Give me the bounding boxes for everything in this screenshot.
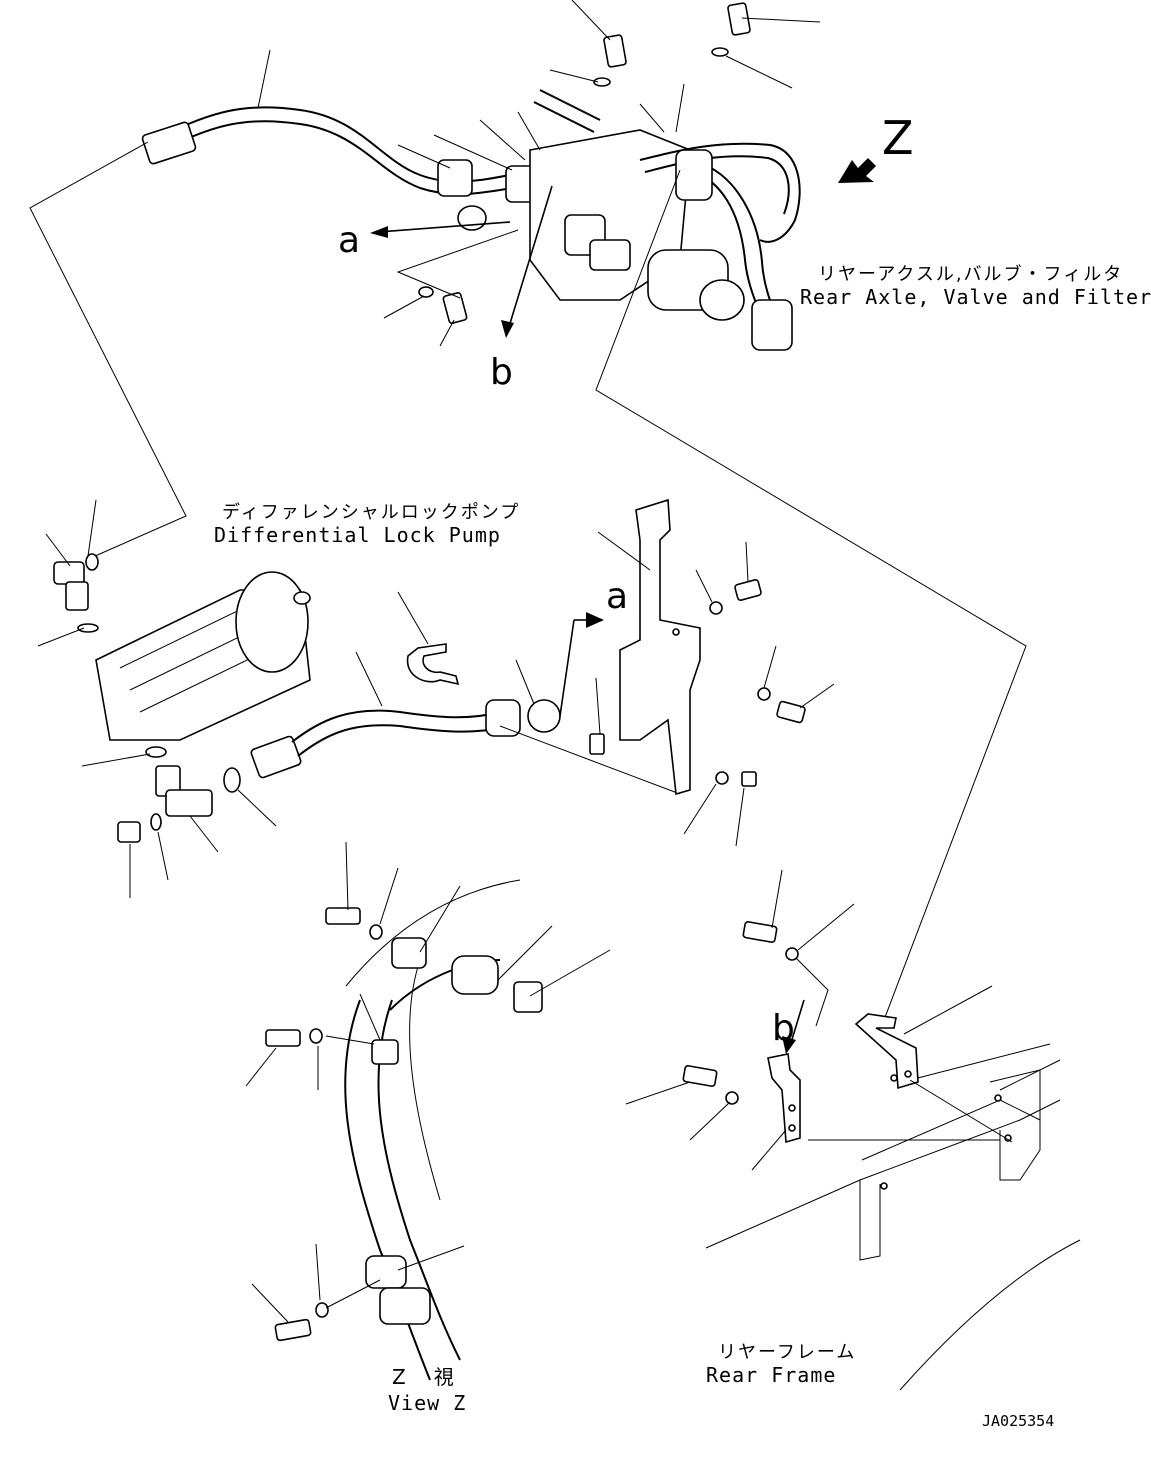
drawing-number: JA025354	[982, 1412, 1054, 1430]
callout-b-low: b	[772, 1008, 795, 1049]
rear-axle-label-jp: リヤーアクスル,バルブ・フィルタ	[818, 263, 1123, 285]
rear-frame-label-jp: リヤーフレーム	[718, 1342, 856, 1363]
callout-a-mid: a	[606, 576, 628, 617]
rear-frame-assembly	[682, 921, 1081, 1391]
callout-a-top: a	[338, 220, 360, 261]
diff-pump-label-jp: ディファレンシャルロックポンプ	[222, 502, 520, 523]
view-z-label-en: View Z	[388, 1391, 466, 1415]
pipe-assembly	[250, 643, 605, 779]
mounting-bracket	[619, 498, 701, 796]
rear-axle-label-en: Rear Axle, Valve and Filter	[800, 285, 1151, 309]
rear-frame-label-en: Rear Frame	[706, 1363, 836, 1387]
differential-lock-pump	[53, 553, 311, 843]
rear-axle-valve-filter-assembly	[141, 0, 876, 351]
view-z-label-jp: Z 視	[392, 1365, 458, 1389]
view-z-callout: Z	[882, 111, 914, 165]
diff-pump-label-en: Differential Lock Pump	[214, 523, 501, 547]
view-z-assembly	[265, 879, 543, 1381]
callout-b-top: b	[490, 352, 513, 393]
